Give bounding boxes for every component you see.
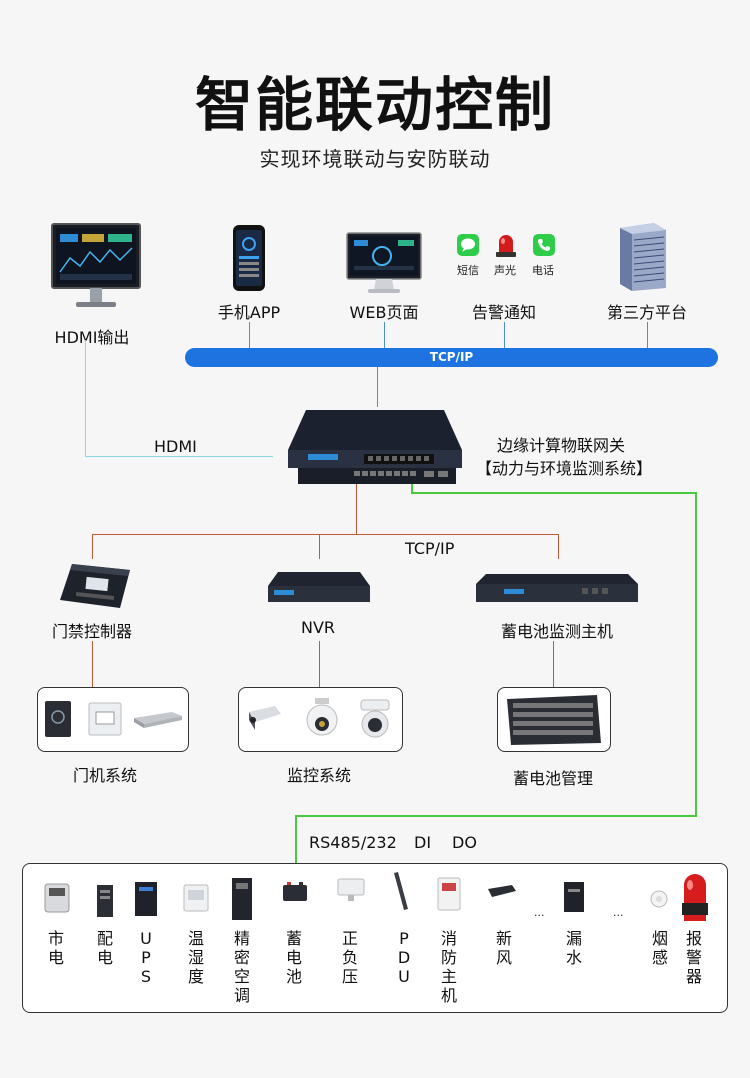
smoke-detector-icon <box>650 890 668 908</box>
bus-label: TCP/IP <box>429 350 474 364</box>
precision-ac-icon <box>232 878 252 920</box>
nvr-device-icon <box>268 572 370 602</box>
power-meter-icon <box>44 883 70 913</box>
device-label-ups: UPS <box>140 929 152 986</box>
rs485-line <box>411 492 697 494</box>
connector-line <box>553 641 554 687</box>
connector-line <box>384 322 385 349</box>
connector-line <box>647 322 648 349</box>
connector-line <box>377 367 378 407</box>
protocol-do: DO <box>452 833 477 852</box>
connector-line <box>356 484 357 535</box>
sound-light-label: 声光 <box>494 264 516 277</box>
dome-camera-icon <box>360 699 390 738</box>
rs485-line <box>295 815 697 817</box>
connector-line <box>319 534 320 559</box>
battery-mgmt-box <box>497 687 611 752</box>
device-label-temp-humidity: 温湿度 <box>187 929 204 986</box>
device-label-mains: 市电 <box>47 929 64 967</box>
alarm-notice-label: 告警通知 <box>471 303 537 322</box>
device-label-fresh-air: 新风 <box>495 929 512 967</box>
protocol-rs485: RS485/232 <box>309 833 397 852</box>
gateway-device-icon <box>288 410 462 484</box>
exit-button-icon <box>88 702 122 736</box>
monitor-icon <box>51 223 141 307</box>
connector-line <box>558 534 559 559</box>
tcpip-label-2: TCP/IP <box>405 539 455 558</box>
door-system-label: 门机系统 <box>72 766 138 785</box>
connector-line <box>504 322 505 349</box>
device-label-battery: 蓄电池 <box>285 929 302 986</box>
server-rack-icon <box>620 223 666 291</box>
protocol-di: DI <box>414 833 432 852</box>
ptz-camera-icon <box>306 698 338 736</box>
page-title: 智能联动控制 <box>194 71 555 139</box>
temp-humidity-sensor-icon <box>183 884 209 912</box>
alarm-beacon-icon <box>682 874 708 921</box>
rs485-line <box>295 815 297 863</box>
battery-icon <box>283 882 307 901</box>
connector-line <box>92 534 559 535</box>
page-subtitle: 实现环境联动与安防联动 <box>259 147 491 171</box>
battery-host-label: 蓄电池监测主机 <box>500 622 614 641</box>
rack-server-icon <box>476 574 638 602</box>
ups-cabinet-icon <box>135 882 157 916</box>
door-system-box <box>37 687 189 752</box>
connector-line <box>319 641 320 687</box>
battery-rack-icon <box>507 695 601 745</box>
device-label-water-leak: 漏水 <box>565 929 582 967</box>
smartphone-icon <box>233 225 265 291</box>
connector-line <box>92 534 93 559</box>
monitor-system-box <box>238 687 403 752</box>
bullet-camera-icon <box>249 706 281 730</box>
pdu-strip-icon <box>394 872 408 910</box>
third-party-label: 第三方平台 <box>606 303 688 322</box>
access-controller-icon <box>60 564 130 608</box>
tcpip-bus: TCP/IP <box>185 348 718 367</box>
siren-icon <box>496 235 516 257</box>
ellipsis-2: ... <box>613 906 624 919</box>
gateway-subtitle: 【动力与环境监测系统】 <box>476 459 653 478</box>
access-controller-label: 门禁控制器 <box>51 622 133 641</box>
connector-line <box>249 322 250 349</box>
device-label-pdu: PDU <box>397 929 411 986</box>
hdmi-line <box>85 340 86 456</box>
fresh-air-unit-icon <box>488 885 516 897</box>
device-label-fire-host: 消防主机 <box>440 929 457 1005</box>
water-leak-sensor-icon <box>564 882 584 912</box>
web-page-label: WEB页面 <box>349 303 419 322</box>
monitor-system-label: 监控系统 <box>286 766 352 785</box>
distribution-box-icon <box>97 885 113 917</box>
mobile-app-label: 手机APP <box>217 303 281 322</box>
device-label-smoke: 烟感 <box>651 929 668 967</box>
nvr-label: NVR <box>300 618 336 637</box>
device-label-pressure: 正负压 <box>341 929 358 986</box>
field-devices-box <box>22 863 728 1013</box>
sms-icon <box>457 234 479 256</box>
device-label-distribution: 配电 <box>96 929 113 967</box>
sms-label: 短信 <box>457 264 479 277</box>
fire-host-icon <box>437 877 461 911</box>
rs485-line <box>411 484 413 494</box>
hdmi-line <box>85 456 273 457</box>
card-reader-icon <box>45 701 71 737</box>
connector-line <box>92 641 93 687</box>
desktop-monitor-icon <box>346 232 422 293</box>
hdmi-output-label: HDMI输出 <box>54 328 130 347</box>
gateway-name: 边缘计算物联网关 <box>497 436 626 455</box>
battery-mgmt-label: 蓄电池管理 <box>512 769 594 788</box>
ellipsis-1: ... <box>534 906 545 919</box>
device-label-precision-ac: 精密空调 <box>233 929 250 1005</box>
device-label-alarm: 报警器 <box>685 929 702 986</box>
phone-call-icon <box>533 234 555 256</box>
phone-label: 电话 <box>532 264 554 277</box>
rs485-line <box>695 492 697 817</box>
hdmi-label: HDMI <box>154 437 197 456</box>
magnetic-lock-icon <box>134 712 182 728</box>
pressure-sensor-icon <box>337 878 365 901</box>
